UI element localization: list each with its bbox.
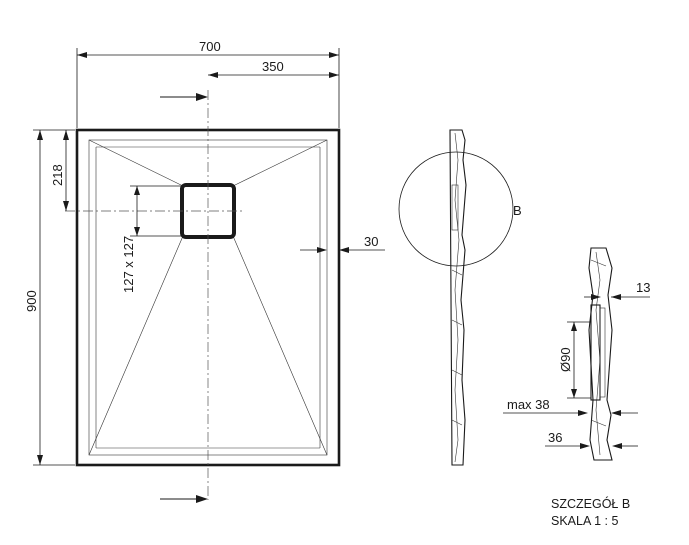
section-arrow-bottom bbox=[160, 495, 208, 503]
width-label: 700 bbox=[199, 39, 221, 54]
detail-b-view: 13 Ø90 max 38 36 bbox=[503, 247, 650, 461]
slope-lines bbox=[88, 139, 328, 456]
section-arrow-top bbox=[160, 93, 208, 101]
side-section: B bbox=[398, 129, 522, 466]
height-dimension: 900 bbox=[24, 129, 75, 466]
half-width-dimension: 350 bbox=[208, 59, 339, 78]
drain-diameter-dimension: Ø90 bbox=[558, 321, 591, 399]
thickness-dimension: 36 bbox=[545, 430, 638, 449]
border-label: 30 bbox=[364, 234, 378, 249]
thickness-label: 36 bbox=[548, 430, 562, 445]
detail-marker: B bbox=[513, 203, 522, 218]
detail-b-circle bbox=[398, 151, 514, 267]
lip-dimension: 13 bbox=[584, 280, 650, 300]
half-width-label: 350 bbox=[262, 59, 284, 74]
drain-size-label: 127 x 127 bbox=[121, 236, 136, 293]
border-dimension: 30 bbox=[300, 234, 385, 253]
plan-view: 700 350 900 218 bbox=[24, 39, 385, 503]
lip-label: 13 bbox=[636, 280, 650, 295]
max-height-label: max 38 bbox=[507, 397, 550, 412]
drain-size-dimension: 127 x 127 bbox=[121, 185, 182, 293]
drain-offset-label: 218 bbox=[50, 164, 65, 186]
detail-title: SZCZEGÓŁ B bbox=[551, 496, 630, 511]
drain-diameter-label: Ø90 bbox=[558, 347, 573, 372]
max-height-dimension: max 38 bbox=[503, 397, 638, 416]
drain-offset-dimension: 218 bbox=[50, 130, 69, 211]
detail-scale: SKALA 1 : 5 bbox=[551, 514, 618, 528]
height-label: 900 bbox=[24, 290, 39, 312]
width-dimension: 700 bbox=[76, 39, 340, 128]
